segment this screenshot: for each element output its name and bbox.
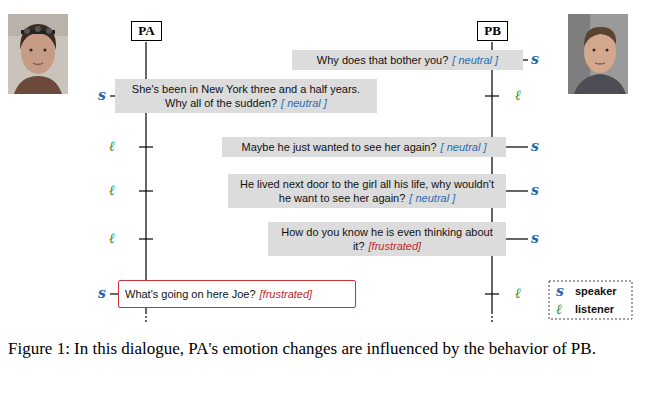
utterance-text: What's going on here Joe? — [125, 288, 256, 300]
timeline-end — [491, 312, 492, 322]
utterance-box: She's been in New York three and a half … — [115, 79, 377, 113]
tick-mark — [485, 95, 499, 96]
tick-mark — [139, 190, 153, 191]
utterance-box: What's going on here Joe? [frustrated] — [118, 280, 356, 308]
emotion-tag: [ neutral ] — [441, 141, 487, 153]
utterance-box: How do you know he is even thinking abou… — [268, 222, 506, 256]
legend-frame — [549, 281, 632, 319]
legend-text: listener — [575, 302, 614, 316]
tick-mark — [139, 146, 153, 147]
emotion-tag: [ neutral ] — [452, 54, 498, 66]
tick-mark — [506, 190, 528, 191]
tick-mark — [139, 238, 153, 239]
utterance-box: Why does that bother you? [ neutral ] — [292, 50, 523, 70]
role-marker: s — [531, 138, 539, 154]
role-marker: s — [531, 51, 539, 67]
role-marker: ℓ — [109, 230, 115, 246]
figure-caption: Figure 1: In this dialogue, PA's emotion… — [8, 337, 636, 360]
role-marker: ℓ — [109, 182, 115, 198]
role-marker: ℓ — [109, 138, 115, 154]
emotion-tag: [frustrated] — [260, 288, 313, 300]
role-marker: ℓ — [515, 87, 521, 103]
utterance-text: Why does that bother you? — [317, 54, 448, 66]
role-marker: ℓ — [515, 285, 521, 301]
participant-box: PB — [477, 21, 508, 41]
legend-symbol: s — [556, 283, 564, 299]
utterance-box: He lived next door to the girl all his l… — [228, 174, 506, 208]
utterance-text: He lived next door to the girl all his l… — [240, 178, 494, 204]
role-marker: s — [531, 230, 539, 246]
legend-text: speaker — [575, 284, 617, 298]
tick-mark — [506, 146, 528, 147]
emotion-tag: [ neutral ] — [409, 192, 455, 204]
role-marker: s — [98, 285, 106, 301]
utterance-box: Maybe he just wanted to see her again? [ … — [222, 137, 506, 157]
tick-mark — [506, 238, 528, 239]
tick-mark — [110, 293, 118, 294]
role-marker: s — [98, 87, 106, 103]
utterance-text: PB — [484, 23, 501, 38]
utterance-text: PA — [138, 23, 154, 38]
participant-box: PA — [131, 21, 162, 41]
legend-symbol: ℓ — [556, 301, 562, 317]
speaker-photo-left — [8, 14, 68, 94]
emotion-tag: [ neutral ] — [281, 97, 327, 109]
utterance-text: Maybe he just wanted to see her again? — [242, 141, 437, 153]
timeline-end — [145, 312, 146, 322]
role-marker: s — [531, 182, 539, 198]
tick-mark — [523, 59, 528, 60]
emotion-tag: [frustrated] — [369, 240, 422, 252]
tick-mark — [485, 293, 499, 294]
speaker-photo-right — [568, 14, 628, 94]
